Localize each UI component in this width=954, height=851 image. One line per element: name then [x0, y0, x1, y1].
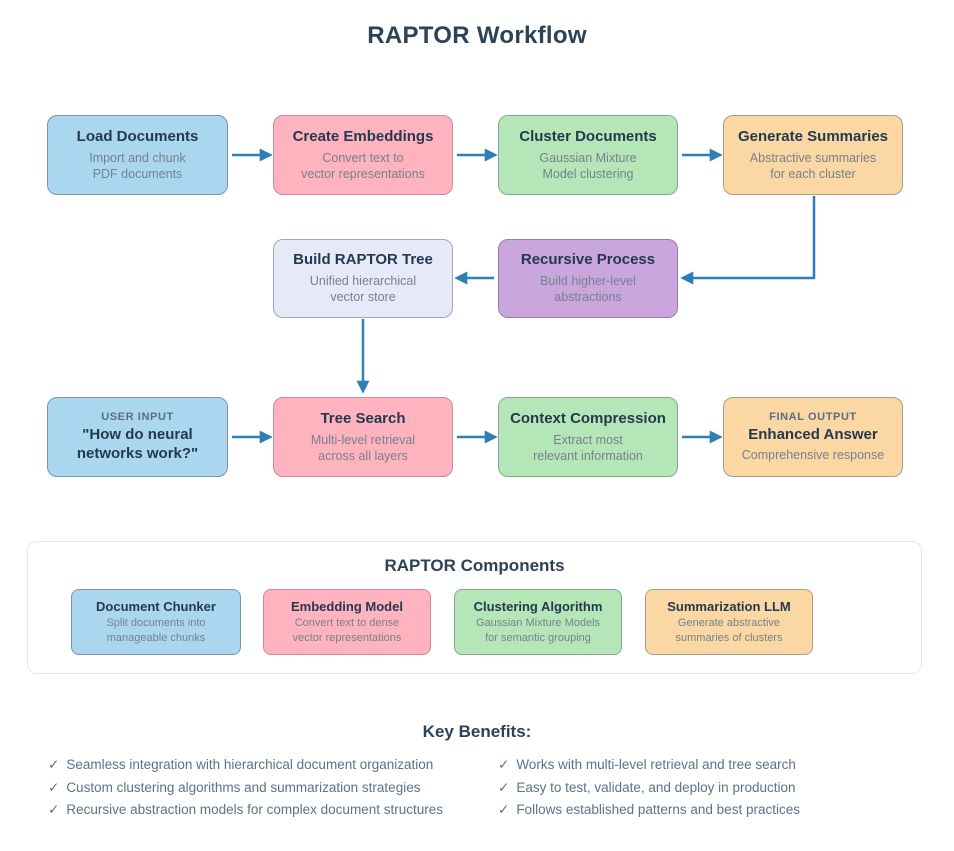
node-build-raptor-tree: Build RAPTOR Tree Unified hierarchical v… — [273, 239, 453, 318]
benefit-text: Follows established patterns and best pr… — [516, 802, 800, 817]
node-title: Recursive Process — [520, 251, 656, 269]
benefit-item: ✓ Seamless integration with hierarchical … — [48, 754, 477, 777]
check-icon: ✓ — [48, 779, 60, 795]
benefit-item: ✓ Custom clustering algorithms and summar… — [48, 777, 477, 800]
component-embedding-model: Embedding Model Convert text to dense ve… — [263, 589, 431, 655]
node-recursive-process: Recursive Process Build higher-level abs… — [498, 239, 678, 318]
node-title: Cluster Documents — [519, 127, 657, 145]
node-label: FINAL OUTPUT — [769, 410, 857, 423]
benefit-text: Works with multi-level retrieval and tre… — [516, 757, 796, 772]
node-subtitle: Multi-level retrieval across all layers — [310, 432, 416, 463]
page-title: RAPTOR Workflow — [367, 22, 587, 49]
component-title: Clustering Algorithm — [473, 598, 603, 614]
node-title: Tree Search — [320, 409, 406, 427]
benefit-text: Custom clustering algorithms and summari… — [66, 779, 421, 795]
benefit-text: Seamless integration with hierarchical d… — [66, 757, 434, 772]
node-subtitle: Import and chunk PDF documents — [89, 150, 186, 181]
component-subtitle: Split documents into manageable chunks — [106, 616, 206, 644]
key-benefits-list: ✓ Seamless integration with hierarchical … — [0, 754, 954, 822]
node-create-embeddings: Create Embeddings Convert text to vector… — [273, 115, 453, 195]
benefit-item: ✓ Easy to test, validate, and deploy in p… — [498, 777, 954, 800]
node-final-output: FINAL OUTPUT Enhanced Answer Comprehensi… — [723, 397, 903, 477]
component-subtitle: Gaussian Mixture Models for semantic gro… — [475, 616, 601, 644]
node-title: Create Embeddings — [292, 127, 434, 145]
node-title: "How do neural networks work?" — [76, 425, 199, 462]
node-subtitle: Convert text to vector representations — [301, 150, 425, 181]
check-icon: ✓ — [498, 802, 510, 817]
benefit-item: ✓ Works with multi-level retrieval and tr… — [498, 754, 954, 777]
component-clustering-algorithm: Clustering Algorithm Gaussian Mixture Mo… — [454, 589, 622, 655]
benefit-item: ✓ Recursive abstraction models for comple… — [48, 799, 477, 822]
node-title: Enhanced Answer — [748, 425, 878, 443]
component-title: Summarization LLM — [667, 598, 791, 614]
node-title: Build RAPTOR Tree — [293, 251, 433, 269]
benefit-text: Easy to test, validate, and deploy in pr… — [516, 779, 796, 795]
node-subtitle: Unified hierarchical vector store — [309, 274, 417, 305]
check-icon: ✓ — [498, 757, 510, 772]
node-subtitle: Extract most relevant information — [533, 432, 643, 463]
node-subtitle: Abstractive summaries for each cluster — [749, 150, 877, 181]
node-label: USER INPUT — [101, 410, 174, 423]
component-title: Embedding Model — [291, 598, 403, 614]
node-subtitle: Comprehensive response — [741, 448, 885, 463]
check-icon: ✓ — [48, 802, 60, 817]
component-document-chunker: Document Chunker Split documents into ma… — [71, 589, 241, 655]
components-panel-title: RAPTOR Components — [384, 556, 565, 575]
key-benefits-title: Key Benefits: — [422, 722, 532, 741]
node-title: Load Documents — [76, 127, 199, 145]
node-load-documents: Load Documents Import and chunk PDF docu… — [47, 115, 228, 195]
benefit-text: Recursive abstraction models for complex… — [66, 802, 443, 817]
node-cluster-documents: Cluster Documents Gaussian Mixture Model… — [498, 115, 678, 195]
node-title: Generate Summaries — [737, 127, 889, 145]
check-icon: ✓ — [498, 779, 510, 795]
node-context-compression: Context Compression Extract most relevan… — [498, 397, 678, 477]
node-subtitle: Build higher-level abstractions — [540, 274, 636, 305]
component-subtitle: Convert text to dense vector representat… — [292, 616, 402, 644]
node-user-input: USER INPUT "How do neural networks work?… — [47, 397, 228, 477]
components-panel: RAPTOR Components Document Chunker Split… — [27, 541, 922, 674]
component-subtitle: Generate abstractive summaries of cluste… — [675, 616, 783, 644]
node-tree-search: Tree Search Multi-level retrieval across… — [273, 397, 453, 477]
check-icon: ✓ — [48, 757, 60, 772]
component-title: Document Chunker — [96, 598, 216, 614]
arrow-summaries-to-recursive — [680, 196, 816, 285]
node-subtitle: Gaussian Mixture Model clustering — [539, 150, 637, 181]
component-summarization-llm: Summarization LLM Generate abstractive s… — [645, 589, 813, 655]
benefit-item: ✓ Follows established patterns and best p… — [498, 799, 954, 822]
node-generate-summaries: Generate Summaries Abstractive summaries… — [723, 115, 903, 195]
node-title: Context Compression — [510, 409, 666, 427]
